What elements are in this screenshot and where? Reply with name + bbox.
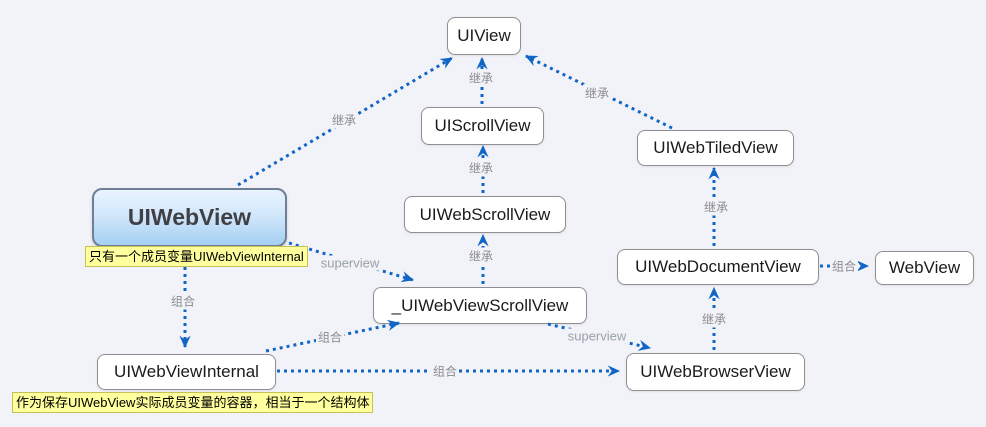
edge-label-uiwebbrowserview-uiwebdocumentview: 继承 [699,310,729,328]
node-uiwebview: UIWebView [92,188,287,247]
node-webview: WebView [875,251,974,285]
note-uiwebview-member: 只有一个成员变量UIWebViewInternal [85,246,308,267]
node-uiview: UIView [447,17,521,55]
node-uiwebviewinternal: UIWebViewInternal [97,354,276,390]
node-uiwebscrollview: UIWebScrollView [404,196,566,233]
edge-label-uiwebtiledview-uiview: 继承 [582,84,612,102]
note-uiwebviewinternal-container: 作为保存UIWebView实际成员变量的容器，相当于一个结构体 [12,392,374,413]
edge-label-uiwebview-uiwebviewinternal: 组合 [168,292,198,310]
node-uiscrollview: UIScrollView [421,107,544,145]
edge-label-uiscrollview-uiview: 继承 [466,69,496,87]
edge-label-uiwebviewinternal-uiwebbrowserview: 组合 [430,362,460,380]
edge-label-uiwebviewinternal-uiwebviewscrollview: 组合 [315,328,345,346]
edge-label-uiwebviewscrollview-uiwebscrollview: 继承 [466,247,496,265]
edge-label-uiwebdocumentview-webview: 组合 [829,257,859,275]
node-uiwebdocumentview: UIWebDocumentView [617,249,819,285]
edge-label-uiwebscrollview-uiscrollview: 继承 [466,159,496,177]
edge-label-superview-uiwebview: superview [318,255,382,271]
edge-label-uiwebdocumentview-uiwebtiledview: 继承 [701,198,731,216]
edge-label-superview-uiwebviewscrollview: superview [565,328,629,344]
edge-label-uiwebview-uiview: 继承 [329,111,359,129]
node-uiwebviewscrollview: _UIWebViewScrollView [373,287,587,324]
node-uiwebbrowserview: UIWebBrowserView [626,353,805,391]
node-uiwebtiledview: UIWebTiledView [637,130,794,166]
